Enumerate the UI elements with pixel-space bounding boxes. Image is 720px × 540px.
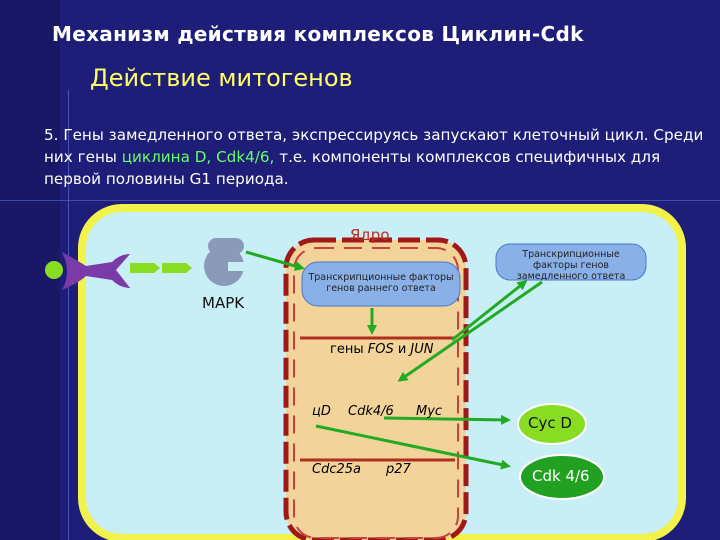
jun-label: JUN (410, 342, 434, 357)
early-tf-label: Транскрипционные факторы генов раннего о… (308, 272, 454, 294)
decorative-horizontal-line (0, 200, 720, 201)
cdk46-oval (519, 454, 605, 500)
gene-myc: Myc (416, 404, 443, 419)
late-tf-box (495, 243, 647, 281)
arrow-fos-jun-to-late-tf (451, 280, 528, 342)
paragraph-highlight: циклина D, Cdk4/6, (121, 148, 275, 166)
fos-jun-prefix: гены (330, 342, 368, 357)
decorative-vertical-line (68, 90, 69, 540)
arrow-late-tf-to-genes (397, 280, 543, 382)
signal-arrow-1 (130, 263, 160, 273)
gene-cdk46: Cdk4/6 (348, 404, 394, 419)
ligand-oval (45, 261, 63, 279)
mapk-icon (204, 246, 244, 286)
paragraph-part1: 5. Гены замедленного ответа, экспрессиру… (44, 126, 704, 166)
mapk-icon-cap (208, 238, 244, 254)
early-tf-box (301, 261, 461, 307)
mapk-icon-notch (228, 262, 250, 271)
nucleus (283, 237, 469, 540)
slide-subtitle: Действие митогенов (90, 64, 353, 92)
arrow-mapk-to-early-tf (245, 250, 305, 271)
arrow-cd-to-cdk46 (315, 424, 511, 470)
nucleus-inner-border (293, 247, 459, 539)
receptor-icon (62, 252, 130, 290)
cyc-d-label: Cyc D (528, 414, 572, 432)
signal-arrow-2 (162, 263, 192, 273)
fos-label: FOS (367, 342, 394, 357)
mapk-label: MAPK (202, 294, 245, 312)
gene-cdc25a: Cdc25a (312, 462, 361, 477)
slide-title: Механизм действия комплексов Циклин-Cdk (52, 22, 584, 46)
gene-p27: p27 (386, 462, 411, 477)
paragraph-part2: т.е. компоненты комплексов специфичных д… (44, 148, 661, 188)
paragraph: 5. Гены замедленного ответа, экспрессиру… (44, 124, 704, 190)
arrow-cdk46-to-cycd (383, 414, 511, 425)
nucleus-label: Ядро (350, 226, 390, 244)
and-label: и (393, 342, 411, 357)
late-tf-label: Транскрипционные факторы генов замедленн… (516, 249, 626, 282)
cdk46-label: Cdk 4/6 (532, 467, 590, 485)
cyc-d-oval (517, 403, 587, 445)
gene-cd: цD (312, 404, 331, 419)
fos-jun-label: гены FOS и JUN (330, 342, 434, 357)
